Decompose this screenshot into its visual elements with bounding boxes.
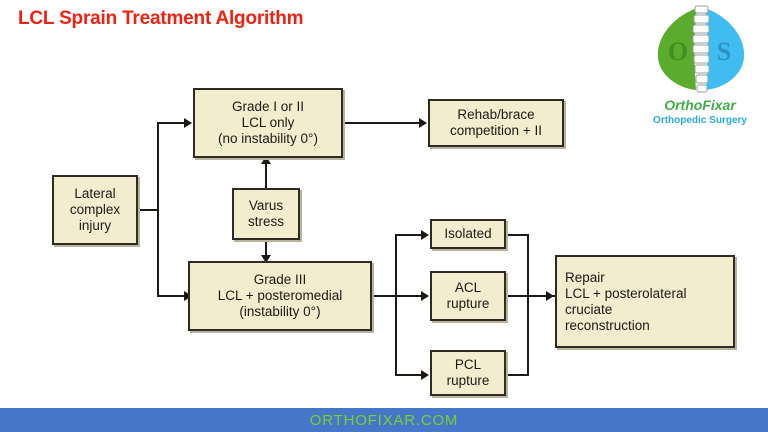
connector-acl-to-repair bbox=[505, 295, 555, 297]
node-acl-rupture[interactable]: ACL rupture bbox=[430, 271, 506, 321]
node-lateral-complex-injury-label: Lateral complex injury bbox=[69, 186, 121, 233]
node-lateral-complex-injury[interactable]: Lateral complex injury bbox=[52, 175, 138, 245]
node-repair[interactable]: Repair LCL + posterolateral cruciate rec… bbox=[555, 255, 735, 348]
arrowhead-to-repair bbox=[546, 291, 554, 301]
node-grade-3[interactable]: Grade III LCL + posteromedial (instabili… bbox=[188, 261, 372, 331]
page-title: LCL Sprain Treatment Algorithm bbox=[18, 8, 304, 29]
arrowhead-varus-up bbox=[261, 156, 271, 164]
connector-isolated-to-merge bbox=[505, 234, 529, 236]
node-rehab-brace[interactable]: Rehab/brace competition + II bbox=[428, 99, 564, 147]
connector-left-bus bbox=[157, 122, 159, 296]
orthofixar-logo: O S OrthoFixar Orthopedic Surgery bbox=[636, 4, 764, 134]
arrowhead-to-pcl bbox=[421, 370, 429, 380]
node-varus-stress-label: Varus stress bbox=[247, 198, 284, 229]
arrowhead-to-rehab bbox=[419, 118, 427, 128]
arrowhead-to-isolated bbox=[421, 230, 429, 240]
connector-bus-to-acl bbox=[395, 295, 423, 297]
node-acl-rupture-label: ACL rupture bbox=[446, 280, 490, 311]
node-grade-1-or-2[interactable]: Grade I or II LCL only (no instability 0… bbox=[193, 88, 343, 158]
connector-bus-to-grade3 bbox=[157, 295, 185, 297]
svg-text:O: O bbox=[668, 37, 688, 66]
node-isolated-label: Isolated bbox=[444, 226, 492, 241]
connector-varus-up bbox=[265, 160, 267, 188]
connector-bus-to-pcl bbox=[395, 374, 423, 376]
logo-leaf-spine-icon: O S bbox=[657, 5, 745, 93]
connector-bus-to-grade12 bbox=[157, 122, 185, 124]
node-grade-3-label: Grade III LCL + posteromedial (instabili… bbox=[217, 272, 343, 319]
node-pcl-rupture-label: PCL rupture bbox=[446, 357, 490, 388]
arrowhead-to-grade12 bbox=[184, 118, 192, 128]
connector-bus-to-isolated bbox=[395, 234, 423, 236]
connector-right-bus bbox=[395, 234, 397, 374]
arrowhead-to-acl bbox=[421, 291, 429, 301]
connector-pcl-to-merge bbox=[505, 374, 529, 376]
connector-grade12-to-rehab bbox=[342, 122, 420, 124]
logo-tagline: Orthopedic Surgery bbox=[653, 115, 747, 126]
arrowhead-varus-down bbox=[261, 255, 271, 263]
node-repair-label: Repair LCL + posterolateral cruciate rec… bbox=[565, 269, 687, 333]
connector-grade3-to-rightbus bbox=[371, 295, 397, 297]
connector-lateral-to-bus bbox=[137, 209, 159, 211]
logo-brand-name: OrthoFixar bbox=[664, 97, 736, 113]
footer-bar: ORTHOFIXAR.COM bbox=[0, 408, 768, 432]
node-rehab-brace-label: Rehab/brace competition + II bbox=[450, 107, 542, 138]
node-grade-1-or-2-label: Grade I or II LCL only (no instability 0… bbox=[218, 99, 318, 146]
node-varus-stress[interactable]: Varus stress bbox=[232, 188, 300, 240]
svg-text:S: S bbox=[717, 37, 731, 66]
connector-varus-down bbox=[265, 238, 267, 260]
node-isolated[interactable]: Isolated bbox=[430, 219, 506, 249]
footer-url: ORTHOFIXAR.COM bbox=[309, 411, 459, 429]
connector-merge-bus bbox=[527, 234, 529, 374]
node-pcl-rupture[interactable]: PCL rupture bbox=[430, 350, 506, 396]
